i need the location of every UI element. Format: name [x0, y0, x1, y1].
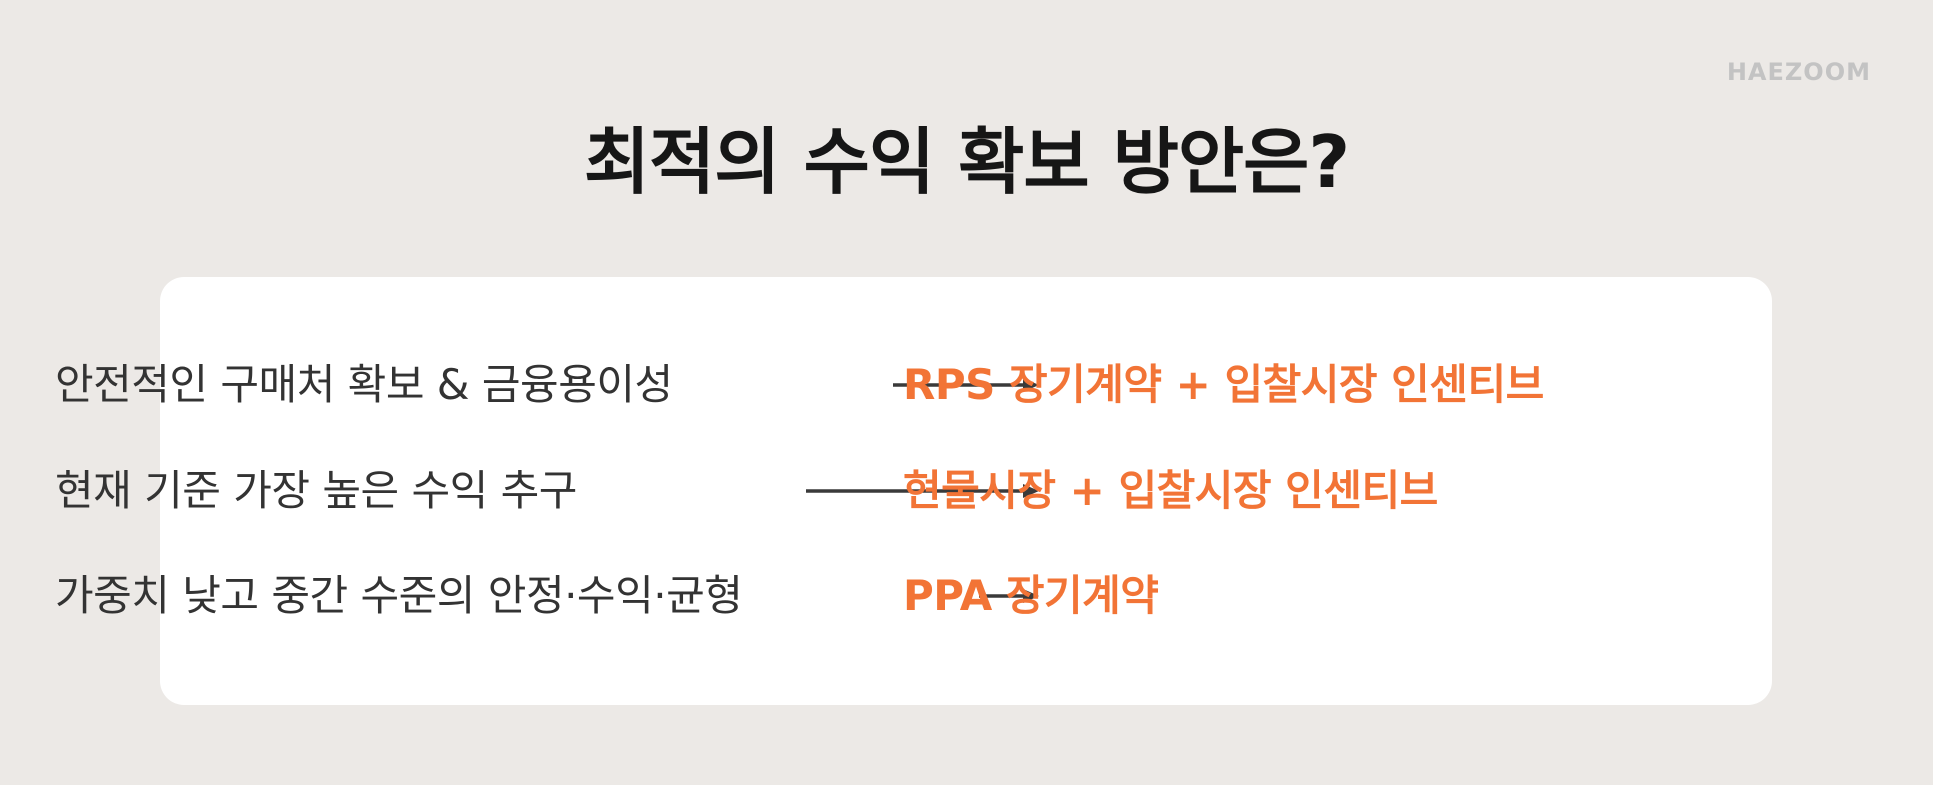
recommendation-text: RPS 장기계약 + 입찰시장 인센티브 — [903, 360, 1544, 409]
criteria-text: 현재 기준 가장 높은 수익 추구 — [55, 466, 577, 515]
list-item: 안전적인 구매처 확보 & 금융용이성 RPS 장기계약 + 입찰시장 인센티브 — [0, 355, 1933, 415]
right-arrow-icon — [893, 377, 1039, 393]
page-title: 최적의 수익 확보 방안은? — [583, 120, 1350, 204]
recommendation-text: PPA 장기계약 — [903, 571, 1159, 620]
list-item: 가중치 낮고 중간 수준의 안정·수익·균형 PPA 장기계약 — [0, 566, 1933, 626]
criteria-text: 가중치 낮고 중간 수준의 안정·수익·균형 — [55, 571, 743, 620]
right-arrow-icon — [979, 588, 1039, 604]
criteria-text: 안전적인 구매처 확보 & 금융용이성 — [55, 360, 673, 409]
brand-logo: HAEZOOM — [1726, 58, 1871, 86]
right-arrow-icon — [806, 483, 1039, 499]
recommendation-text: 현물시장 + 입찰시장 인센티브 — [903, 466, 1438, 515]
list-item: 현재 기준 가장 높은 수익 추구 현물시장 + 입찰시장 인센티브 — [0, 461, 1933, 521]
